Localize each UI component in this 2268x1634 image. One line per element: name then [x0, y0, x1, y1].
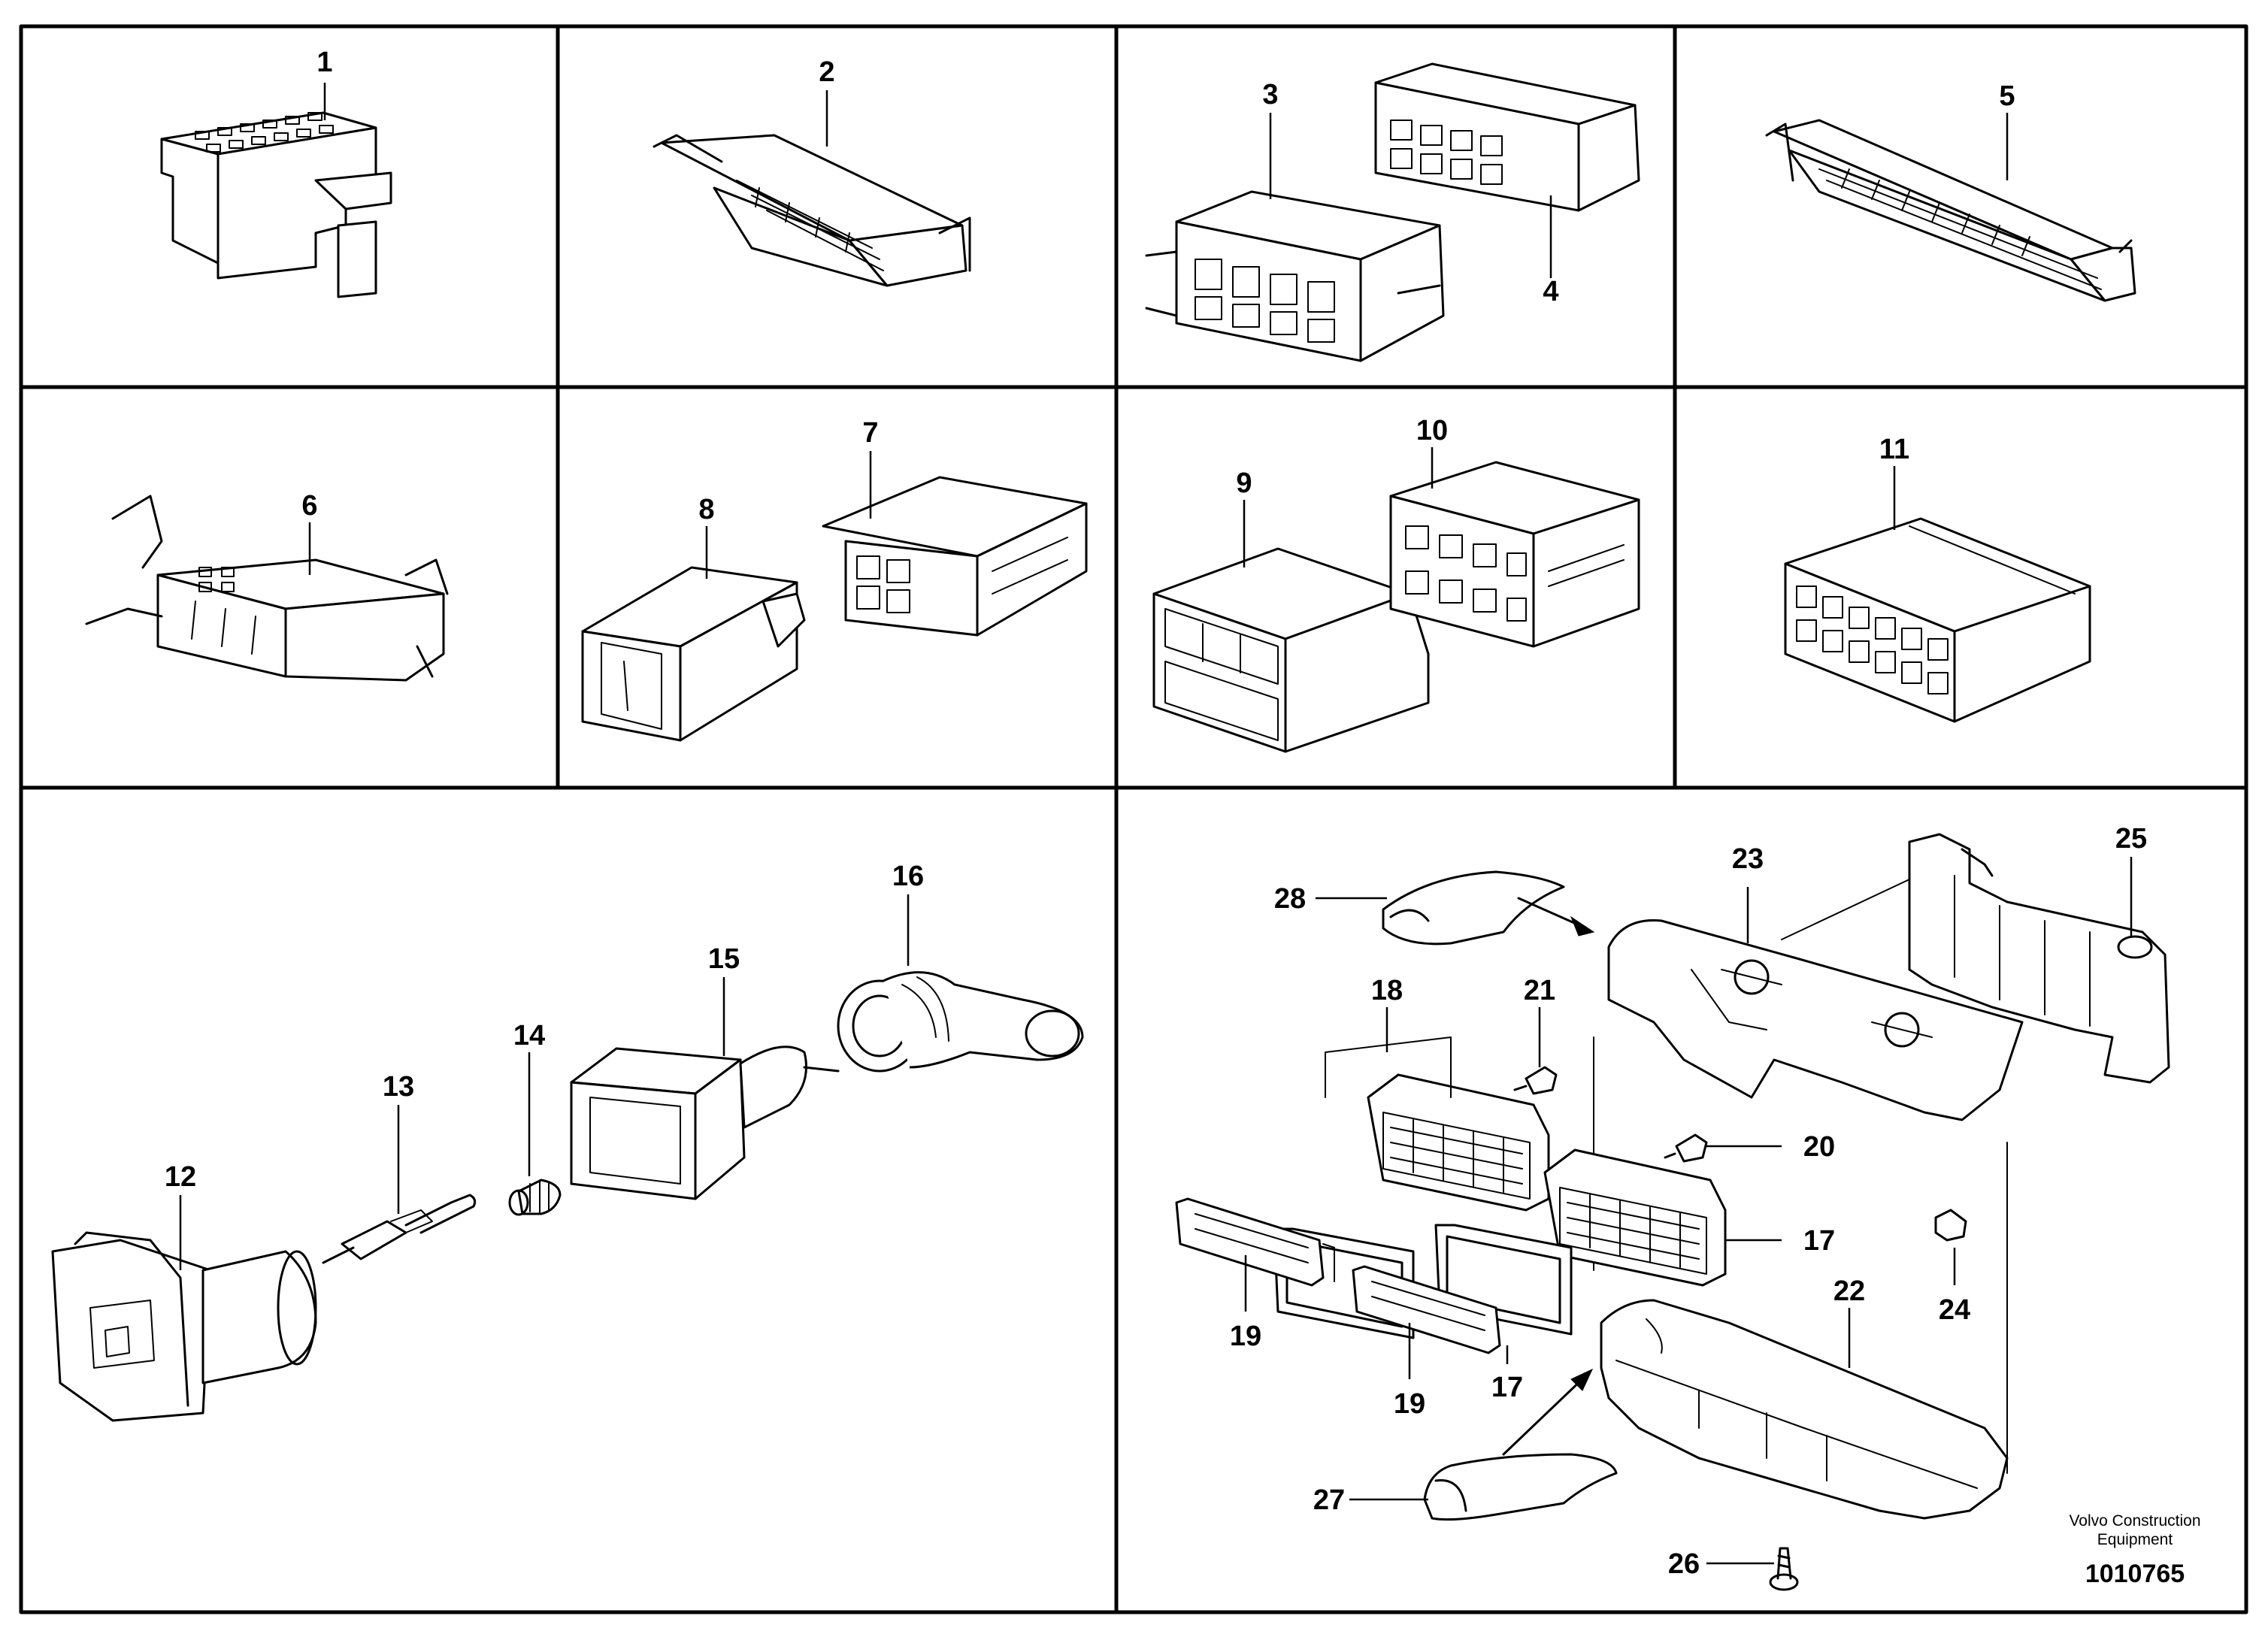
bolt-20 — [1664, 1133, 1782, 1163]
callout-4: 4 — [1543, 276, 1558, 307]
cable-cover-28 — [1316, 870, 1595, 946]
connector-part-7 — [822, 451, 1088, 637]
terminal-pin-13 — [322, 1105, 477, 1264]
callout-7: 7 — [862, 417, 878, 449]
clip-24 — [1934, 1209, 1967, 1285]
callout-9: 9 — [1236, 468, 1252, 499]
elbow-boot-16 — [837, 894, 1084, 1073]
callout-20: 20 — [1803, 1131, 1835, 1163]
callout-14: 14 — [513, 1020, 545, 1052]
connector-body-15 — [570, 977, 840, 1200]
drawing-number: 1010765 — [2085, 1560, 2185, 1588]
callout-24: 24 — [1939, 1294, 1970, 1326]
callout-5: 5 — [1999, 80, 2015, 112]
connector-part-10 — [1389, 447, 1640, 648]
callout-15: 15 — [708, 943, 740, 975]
connector-part-3 — [1145, 113, 1445, 362]
connector-block-18 — [1325, 1007, 1550, 1212]
callout-12: 12 — [165, 1161, 196, 1193]
callout-17-lower: 17 — [1491, 1372, 1523, 1403]
screw-26 — [1706, 1547, 1799, 1591]
callout-13: 13 — [383, 1071, 414, 1103]
callout-16: 16 — [892, 861, 924, 892]
bolt-21 — [1513, 1007, 1558, 1095]
callout-1: 1 — [316, 47, 332, 78]
callout-25: 25 — [2115, 823, 2147, 855]
connector-part-11 — [1784, 466, 2091, 723]
connector-part-8 — [581, 526, 806, 742]
connector-part-1 — [160, 83, 392, 298]
bracket-frame-25 — [1908, 833, 2170, 1474]
callout-27: 27 — [1313, 1484, 1345, 1516]
callout-10: 10 — [1416, 415, 1448, 446]
connector-part-4 — [1374, 62, 1640, 278]
callout-19-right: 19 — [1394, 1388, 1425, 1420]
boot-27 — [1349, 1368, 1618, 1521]
seal-14 — [508, 1052, 562, 1216]
callout-11: 11 — [1879, 434, 1909, 465]
callout-21: 21 — [1524, 975, 1555, 1006]
frame — [19, 24, 2248, 1614]
connector-housing-12 — [51, 1195, 317, 1422]
callout-3: 3 — [1262, 79, 1278, 110]
callout-8: 8 — [698, 494, 714, 525]
callout-6: 6 — [301, 490, 317, 522]
company-name-line1: Volvo Construction — [2069, 1512, 2200, 1530]
lower-housing-22 — [1600, 1299, 2009, 1520]
company-name-line2: Equipment — [2097, 1531, 2173, 1548]
connector-part-5 — [1765, 113, 2136, 302]
connector-block-17 — [1543, 1148, 1782, 1287]
callout-28: 28 — [1274, 883, 1306, 915]
callout-26: 26 — [1668, 1548, 1700, 1580]
callout-2: 2 — [819, 56, 834, 88]
upper-housing-23 — [1593, 879, 2024, 1271]
pin-strip-19-right — [1352, 1265, 1501, 1379]
connector-part-2 — [653, 90, 971, 287]
callout-18: 18 — [1371, 975, 1403, 1006]
title-block: Volvo Construction Equipment 1010765 — [2069, 1512, 2200, 1588]
callout-19-left: 19 — [1230, 1321, 1261, 1352]
terminal-part-6 — [85, 495, 449, 682]
callout-22: 22 — [1833, 1275, 1865, 1307]
callout-23: 23 — [1732, 843, 1764, 875]
connector-part-9 — [1152, 500, 1430, 753]
pin-strip-19-left — [1175, 1197, 1335, 1312]
callout-17-upper: 17 — [1803, 1225, 1835, 1257]
